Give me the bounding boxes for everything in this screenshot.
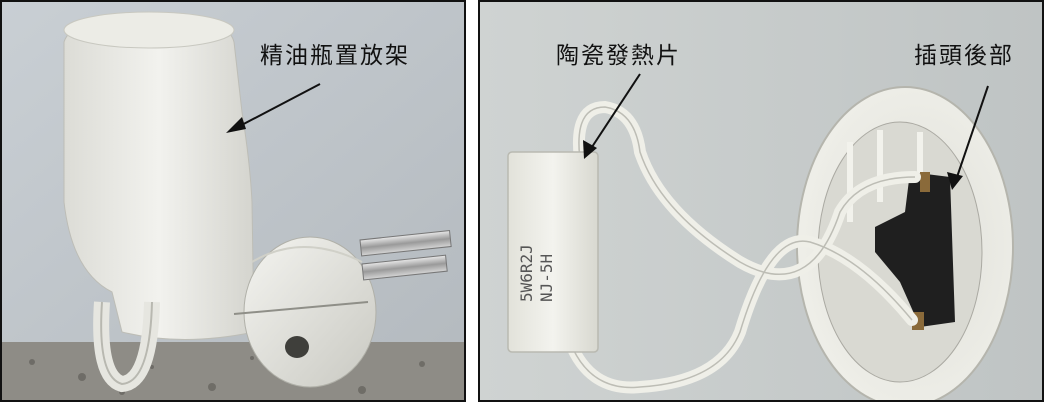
resistor-marking-2: NJ-5H [537, 254, 556, 302]
ceramic-heater-resistor [507, 151, 599, 353]
label-ceramic-heater: 陶瓷發熱片 [556, 43, 681, 69]
plug-split-line [233, 301, 369, 315]
plug-seam [251, 246, 363, 263]
plug-prong-top [359, 230, 452, 257]
wire-upper-edge [578, 106, 916, 276]
holder-photo [2, 2, 464, 400]
contact-top [920, 172, 930, 192]
holder-loop-edge [100, 301, 153, 386]
label-essential-oil-holder: 精油瓶置放架 [260, 43, 410, 69]
arrow-right-shaft [955, 85, 989, 181]
plug-prong-bottom [361, 254, 448, 281]
photo-panel-essential-oil-holder: 精油瓶置放架 [0, 0, 466, 402]
holder-rim [63, 11, 235, 49]
resistor-marking-1: 5W6R2J [517, 244, 536, 302]
plug-hole [285, 336, 309, 358]
wire-lower-edge [569, 240, 913, 389]
granite-surface [2, 342, 464, 400]
arrow-head [226, 117, 246, 133]
arrow-left-head [583, 140, 597, 159]
label-plug-rear: 插頭後部 [914, 43, 1014, 69]
heater-photo: 5W6R2J NJ-5H [480, 2, 1042, 400]
terminal-block [875, 172, 955, 327]
arrow-left-shaft [589, 73, 641, 151]
arrow-right-head [947, 172, 963, 190]
plug-head [243, 236, 377, 388]
arrow-shaft [235, 83, 321, 129]
photo-panel-ceramic-heater: 5W6R2J NJ-5H 陶瓷發熱片 插頭後部 [478, 0, 1044, 402]
